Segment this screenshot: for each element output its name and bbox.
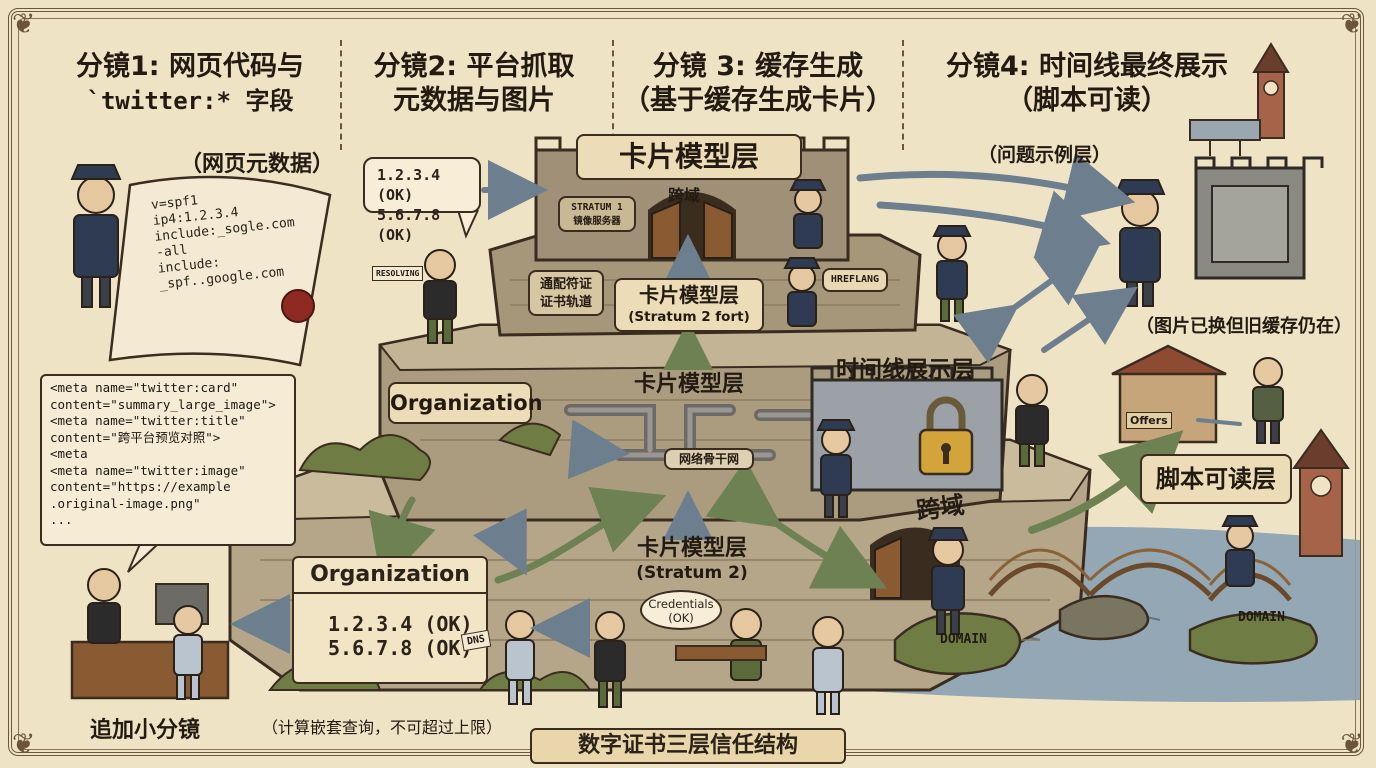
arrow	[368, 496, 436, 587]
panel-1-title-line1: 分镜1: 网页代码与	[76, 51, 304, 82]
resolving-sheet-label: RESOLVING	[372, 266, 424, 281]
arrow	[876, 190, 1111, 258]
corner-ornament-icon: ❦	[12, 7, 36, 40]
desk	[70, 640, 230, 700]
script-readable-layer-tag: 脚本可读层	[1140, 454, 1292, 504]
panel-2-title-line2: 元数据与图片	[393, 85, 555, 116]
ip-line: 1.2.3.4 (OK)	[377, 166, 441, 204]
arrow	[953, 245, 1100, 364]
web-metadata-label: （网页元数据）	[180, 152, 335, 177]
spf-record-text: v=spf1 ip4:1.2.3.4 include:_sogle.com -a…	[150, 182, 309, 293]
bottom-title-banner: 数字证书三层信任结构	[530, 728, 846, 764]
sign-line: 通配符证	[539, 277, 592, 292]
corner-ornament-icon: ❦	[1340, 727, 1364, 760]
ip-line: 5.6.7.8 (OK)	[328, 636, 473, 660]
panel-divider	[902, 40, 904, 150]
panel-4-title-line2: （脚本可读）	[1006, 85, 1168, 116]
arrow	[856, 152, 1136, 221]
network-backbone-sign: 网络骨干网	[664, 448, 754, 470]
code-line: <meta name="twitter:image"	[50, 462, 246, 478]
organization-ip-list: 1.2.3.4 (OK) 5.6.7.8 (OK)	[328, 612, 473, 660]
sign-line: STRATUM 1	[571, 202, 623, 213]
organization-tag-upper: Organization	[388, 382, 543, 424]
panel-2-title-line1: 分镜2: 平台抓取	[373, 51, 575, 82]
card-model-layer-mid-label: 卡片模型层	[634, 372, 745, 397]
code-line: content="跨平台预览对照">	[50, 429, 221, 445]
code-line: content="summary_large_image">	[50, 396, 276, 412]
panel-1-title-line2: `twitter:* 字段	[86, 87, 294, 115]
tag-line: 卡片模型层	[639, 283, 739, 307]
domain-right-label: DOMAIN	[1238, 610, 1285, 625]
table	[675, 645, 767, 661]
code-line: <meta name="twitter:title"	[50, 413, 246, 428]
domain-left-label: DOMAIN	[940, 632, 987, 647]
bubble-line: Credentials	[648, 597, 714, 611]
panel-3-title: 分镜 3: 缓存生成 （基于缓存生成卡片）	[620, 50, 896, 118]
tag-line: 卡片模型层	[636, 536, 747, 561]
image-cache-note: （图片已换但旧缓存仍在）	[1136, 316, 1352, 337]
wax-seal-icon	[281, 289, 315, 323]
code-line: content="https://example	[50, 479, 231, 494]
ip-line: 5.6.7.8 (OK)	[377, 206, 441, 244]
panel-2-title: 分镜2: 平台抓取 元数据与图片	[354, 50, 594, 118]
code-line: <meta name="twitter:card"	[50, 380, 239, 395]
panel-divider	[340, 40, 342, 150]
code-line: <meta	[50, 446, 88, 461]
card-model-layer-top-banner: 卡片模型层	[576, 134, 802, 180]
arrow	[1041, 286, 1138, 353]
offers-sign: Offers	[1126, 412, 1172, 429]
organization-title: Organization	[294, 558, 486, 594]
arrow	[567, 419, 630, 480]
arrow	[705, 459, 888, 589]
panel-4-title-line1: 分镜4: 时间线最终展示	[946, 51, 1228, 82]
cross-domain-top-label: 跨域	[668, 186, 701, 205]
organization-box: Organization 1.2.3.4 (OK) 5.6.7.8 (OK)	[292, 556, 488, 684]
tag-line: (Stratum 2)	[636, 563, 748, 583]
corner-ornament-icon: ❦	[12, 727, 36, 760]
code-line: .original-image.png"	[50, 495, 201, 511]
panel-divider	[612, 40, 614, 150]
ip-speech-bubble: 1.2.3.4 (OK) 5.6.7.8 (OK)	[363, 157, 481, 244]
padlock-icon	[926, 396, 966, 430]
shop-building	[1118, 370, 1218, 444]
cross-domain-label: 跨域	[914, 490, 967, 526]
arrow	[473, 508, 527, 576]
problem-example-layer-label: （问题示例层）	[978, 144, 1112, 166]
corner-ornament-icon: ❦	[1340, 7, 1364, 40]
sign-line: 证书轨道	[539, 295, 592, 310]
code-line: ...	[50, 512, 73, 527]
add-storyboard-label: 追加小分镜	[90, 718, 201, 743]
panel-3-title-line1: 分镜 3: 缓存生成	[652, 51, 864, 82]
timeline-display-layer-label: 时间线展示层	[836, 357, 974, 383]
stratum-1-sign: STRATUM 1 镜像服务器	[558, 196, 636, 232]
ip-line: 1.2.3.4 (OK)	[328, 612, 473, 636]
certificate-track-sign: 通配符证 证书轨道	[528, 270, 604, 316]
island-right	[1188, 612, 1318, 665]
nested-query-note: （计算嵌套查询，不可超过上限）	[262, 718, 503, 737]
card-model-layer-stratum2-fort-tag: 卡片模型层 (Stratum 2 fort)	[614, 278, 764, 332]
hreflang-sign: HREFLANG	[822, 268, 888, 292]
card-model-layer-stratum2-label: 卡片模型层 (Stratum 2)	[632, 536, 752, 584]
tag-line: (Stratum 2 fort)	[628, 309, 750, 325]
figures	[70, 164, 1284, 715]
panel-1-title: 分镜1: 网页代码与 `twitter:* 字段	[60, 50, 320, 118]
credentials-speech-bubble: Credentials (OK)	[640, 590, 722, 630]
bubble-line: (OK)	[668, 611, 694, 625]
sign-line: 镜像服务器	[573, 216, 621, 227]
arrow	[1196, 418, 1242, 426]
spf-scroll	[108, 175, 332, 367]
panel-4-title: 分镜4: 时间线最终展示 （脚本可读）	[912, 50, 1262, 118]
panel-3-title-line2: （基于缓存生成卡片）	[623, 85, 893, 116]
meta-tags-code-box: <meta name="twitter:card" content="summa…	[40, 374, 296, 546]
